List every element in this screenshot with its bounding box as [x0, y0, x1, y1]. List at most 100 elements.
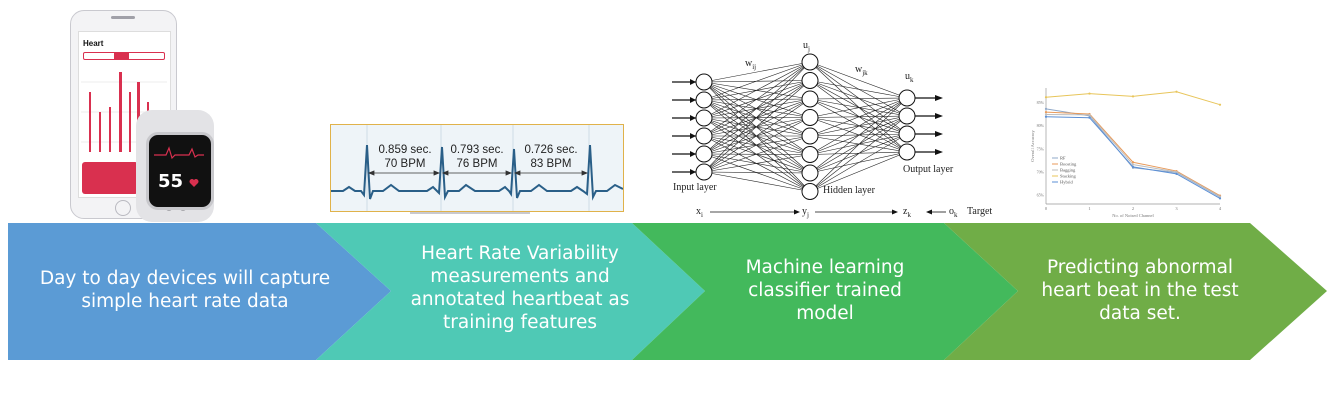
phone-speaker	[111, 16, 135, 19]
data-point	[1175, 172, 1178, 175]
watch-bpm-value: 55	[158, 171, 184, 192]
y-tick-label: 75%	[1037, 146, 1045, 151]
data-point	[1088, 92, 1091, 95]
ecg-interval-3-sec: 0.726 sec.	[524, 144, 578, 156]
input-node	[695, 145, 713, 163]
input-arrowhead	[690, 151, 696, 157]
output-arrowhead	[935, 95, 943, 101]
x-tick-label: 2	[1132, 206, 1134, 211]
hidden-node	[801, 146, 819, 163]
y-tick-label: 70%	[1037, 170, 1045, 175]
input-arrowhead	[690, 79, 696, 85]
home-button[interactable]	[115, 200, 131, 216]
data-point	[1044, 111, 1048, 114]
health-app-title: Heart	[83, 39, 104, 48]
output-layer-label: Output layer	[903, 164, 954, 175]
neural-network-diagram	[672, 53, 946, 215]
output-node	[898, 89, 916, 107]
hidden-node	[801, 90, 819, 108]
hidden-node	[801, 109, 819, 126]
output-arrowhead	[935, 131, 943, 137]
accuracy-line-chart: 85% 80% 75% 70% 65% 0 1 2 3 4No. of Noised Channe…	[1030, 88, 1222, 218]
input-arrowhead	[690, 97, 696, 103]
network-connections	[703, 61, 908, 192]
input-node	[695, 163, 713, 181]
data-point	[1131, 163, 1135, 166]
x-tick-label: 4	[1219, 206, 1222, 211]
data-point	[1044, 115, 1048, 118]
x-tick-label: 0	[1045, 206, 1048, 211]
target-arrowhead	[926, 209, 932, 215]
input-arrowhead	[690, 133, 696, 139]
x-tick-label: 1	[1088, 206, 1090, 211]
target-label: Target	[967, 206, 993, 217]
data-point	[1088, 116, 1091, 119]
y-tick-label: 80%	[1037, 123, 1045, 128]
x-axis-label: No. of Noised Channel	[1112, 213, 1154, 218]
data-point	[1131, 165, 1135, 168]
input-node	[695, 91, 713, 109]
weight-jk-label: wjk	[855, 64, 868, 77]
input-arrowhead	[690, 115, 696, 121]
input-node	[695, 109, 713, 127]
data-point	[1131, 161, 1135, 164]
smartwatch: 55	[146, 132, 214, 210]
hidden-node	[801, 53, 819, 71]
legend-label: Hybrid	[1060, 180, 1073, 185]
output-node	[898, 107, 916, 125]
output-node	[898, 143, 916, 161]
data-point	[1044, 96, 1048, 99]
data-point	[1218, 197, 1222, 200]
legend-label: RF	[1060, 156, 1066, 161]
legend-label: Bagging	[1060, 168, 1076, 173]
data-point	[1044, 107, 1048, 110]
ecg-interval-1-bpm: 70 BPM	[384, 158, 426, 170]
flow-arrowhead-2	[892, 209, 898, 215]
y-tick-label: 85%	[1037, 100, 1045, 105]
hidden-node	[801, 183, 819, 200]
stage-3-label: Machine learning classifier trained mode…	[745, 256, 905, 324]
series-line-stacking	[1045, 91, 1221, 106]
ecg-interval-2-sec: 0.793 sec.	[450, 144, 504, 156]
data-point	[1175, 90, 1178, 93]
series-line-hybrid	[1045, 116, 1221, 199]
legend-label: Stacking	[1060, 174, 1076, 179]
data-point	[1218, 103, 1222, 106]
ecg-panel: 0.859 sec. 70 BPM 0.793 sec. 76 BPM 0.72…	[330, 124, 624, 212]
x-i-label: xi	[696, 206, 703, 219]
legend-label: Boosting	[1060, 162, 1077, 167]
stage-3-arrow	[632, 223, 1018, 360]
heart-rate-card[interactable]	[82, 162, 138, 194]
data-point	[1218, 195, 1222, 198]
x-tick-label: 3	[1175, 206, 1178, 211]
ecg-interval-1-sec: 0.859 sec.	[378, 144, 432, 156]
data-point	[1175, 170, 1178, 174]
y-j-label: yj	[802, 206, 809, 219]
y-tick-label: 65%	[1037, 193, 1045, 198]
ecg-trace	[331, 125, 623, 211]
input-node	[695, 127, 713, 145]
y-axis-label: Overall Accuracy	[1030, 129, 1035, 161]
watch-ecg-line	[154, 146, 204, 160]
stage-2-label: Heart Rate Variability measurements and …	[410, 243, 630, 333]
hidden-unit-label: uj	[803, 40, 810, 53]
stage-1-label: Day to day devices will capture simple h…	[39, 268, 331, 312]
hidden-node	[801, 127, 819, 145]
hidden-layer-label: Hidden layer	[823, 185, 875, 196]
data-point	[1044, 113, 1048, 116]
data-point	[1131, 95, 1135, 98]
output-arrowhead	[935, 149, 943, 155]
stage-4-arrow	[944, 223, 1327, 360]
o-k-label: ok	[949, 206, 958, 219]
ecg-caption-line	[410, 212, 530, 214]
flow-arrowhead-1	[794, 209, 800, 215]
time-range-segment[interactable]	[83, 52, 165, 60]
hidden-node	[801, 164, 819, 182]
input-node	[695, 73, 713, 91]
ecg-interval-3-bpm: 83 BPM	[530, 158, 572, 170]
hidden-node	[801, 72, 819, 89]
ecg-interval-2-bpm: 76 BPM	[456, 158, 498, 170]
input-layer-label: Input layer	[673, 182, 717, 193]
data-point	[1088, 113, 1091, 117]
